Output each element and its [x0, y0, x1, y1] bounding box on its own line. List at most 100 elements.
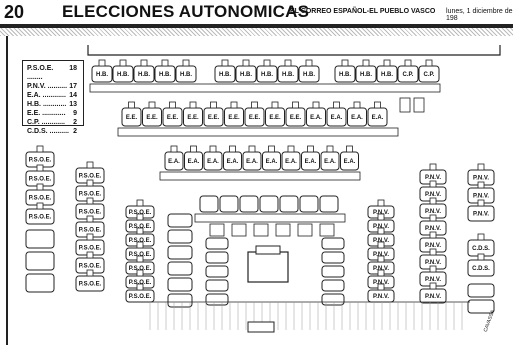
seat-label: P.S.O.E. [79, 246, 102, 252]
empty-seat [167, 245, 193, 260]
seat-label: E.A. [310, 115, 322, 121]
empty-seat [205, 265, 229, 278]
legend-party: E.E. ............ [27, 110, 66, 117]
speaker-podium [247, 251, 289, 283]
seat-label: H.B. [381, 72, 393, 78]
seat-label: E.A. [188, 159, 200, 165]
desk-block [263, 59, 271, 67]
seat-label: E.E. [126, 115, 138, 121]
seat-label: P.N.V. [473, 212, 489, 218]
seat-label: H.B. [282, 72, 294, 78]
seat-label: H.B. [261, 72, 273, 78]
desk-block [136, 199, 144, 207]
hatched-band [0, 28, 513, 36]
empty-seat [167, 293, 193, 308]
desk-block [477, 199, 485, 207]
bench [297, 223, 313, 237]
legend-row: C.D.S. ..........2 [27, 127, 77, 136]
seat-label: E.E. [228, 115, 240, 121]
legend-seats: 18 [69, 65, 77, 72]
seat-label: E.E. [187, 115, 199, 121]
seat-label: P.N.V. [425, 192, 441, 198]
desk-block [377, 227, 385, 235]
seat-label: E.A. [305, 159, 317, 165]
legend-row: H.B. ............13 [27, 100, 77, 109]
seat-label: P.N.V. [373, 238, 389, 244]
seat-label: P.S.O.E. [79, 174, 102, 180]
desk-block [86, 233, 94, 241]
desk-block [429, 282, 437, 290]
desk-block [305, 59, 313, 67]
seat-label: P.N.V. [425, 226, 441, 232]
desk-block [374, 101, 381, 109]
desk-block [210, 101, 217, 109]
desk-block [377, 269, 385, 277]
bench [231, 223, 247, 237]
seat-label: P.S.O.E. [79, 192, 102, 198]
desk-block [190, 145, 197, 153]
seat-label: P.N.V. [373, 294, 389, 300]
desk-block [230, 101, 238, 109]
desk-block [86, 251, 94, 259]
headline: ELECCIONES AUTONOMICAS [62, 2, 310, 21]
desk-block [353, 101, 361, 109]
seat-label: H.B. [360, 72, 372, 78]
bench [117, 127, 399, 137]
desk-block [128, 101, 135, 109]
empty-seat [321, 293, 345, 306]
seat-label: P.S.O.E. [129, 210, 152, 216]
seat-label: H.B. [303, 72, 315, 78]
desk-block [86, 197, 94, 205]
seat-label: H.B. [117, 72, 129, 78]
bench [253, 223, 269, 237]
empty-seat [321, 279, 345, 292]
seat-label: P.S.O.E. [79, 228, 102, 234]
empty-seat [167, 277, 193, 292]
empty-seat [205, 251, 229, 264]
legend-party: C.P. ............ [27, 119, 65, 126]
seat-label: E.A. [168, 159, 180, 165]
desk-block [161, 59, 169, 67]
seat-label: P.N.V. [373, 252, 389, 258]
desk-block [477, 253, 485, 261]
desk-block [292, 101, 299, 109]
seat-label: P.S.O.E. [129, 266, 152, 272]
seat-label: E.E. [208, 115, 220, 121]
seat-label: P.S.O.E. [29, 215, 52, 221]
desk-block [86, 161, 94, 169]
desk-block [136, 241, 144, 249]
legend-row: P.N.V. ..........17 [27, 82, 77, 91]
empty-seat [199, 195, 219, 213]
legend-party: H.B. ............ [27, 101, 67, 108]
seat-label: H.B. [96, 72, 108, 78]
desk-block [425, 59, 433, 67]
legend-row: P.S.O.E. ........18 [27, 64, 77, 82]
empty-seat [167, 229, 193, 244]
desk-block [383, 59, 391, 67]
seat-label: P.N.V. [425, 260, 441, 266]
desk-block [242, 59, 250, 67]
empty-seat [25, 251, 55, 271]
desk-block [377, 255, 385, 263]
seat-label: P.N.V. [425, 294, 441, 300]
seat-label: E.E. [269, 115, 281, 121]
empty-seat [321, 237, 345, 250]
seat-label: E.E. [249, 115, 261, 121]
seat-label: P.S.O.E. [129, 238, 152, 244]
desk-block [377, 283, 385, 291]
seat-label: C.P. [424, 72, 435, 78]
legend-seats: 9 [73, 110, 77, 117]
desk-block [477, 233, 485, 241]
desk-block [209, 145, 217, 153]
desk-block [182, 59, 190, 67]
desk-block [251, 101, 258, 109]
empty-seat [321, 251, 345, 264]
seat-label: P.S.O.E. [29, 196, 52, 202]
bench [194, 213, 346, 223]
desk-block [169, 101, 176, 109]
desk-block [429, 214, 437, 222]
seat-label: P.N.V. [425, 175, 441, 181]
desk-block [136, 255, 144, 263]
seat-label: C.D.S. [472, 246, 490, 252]
